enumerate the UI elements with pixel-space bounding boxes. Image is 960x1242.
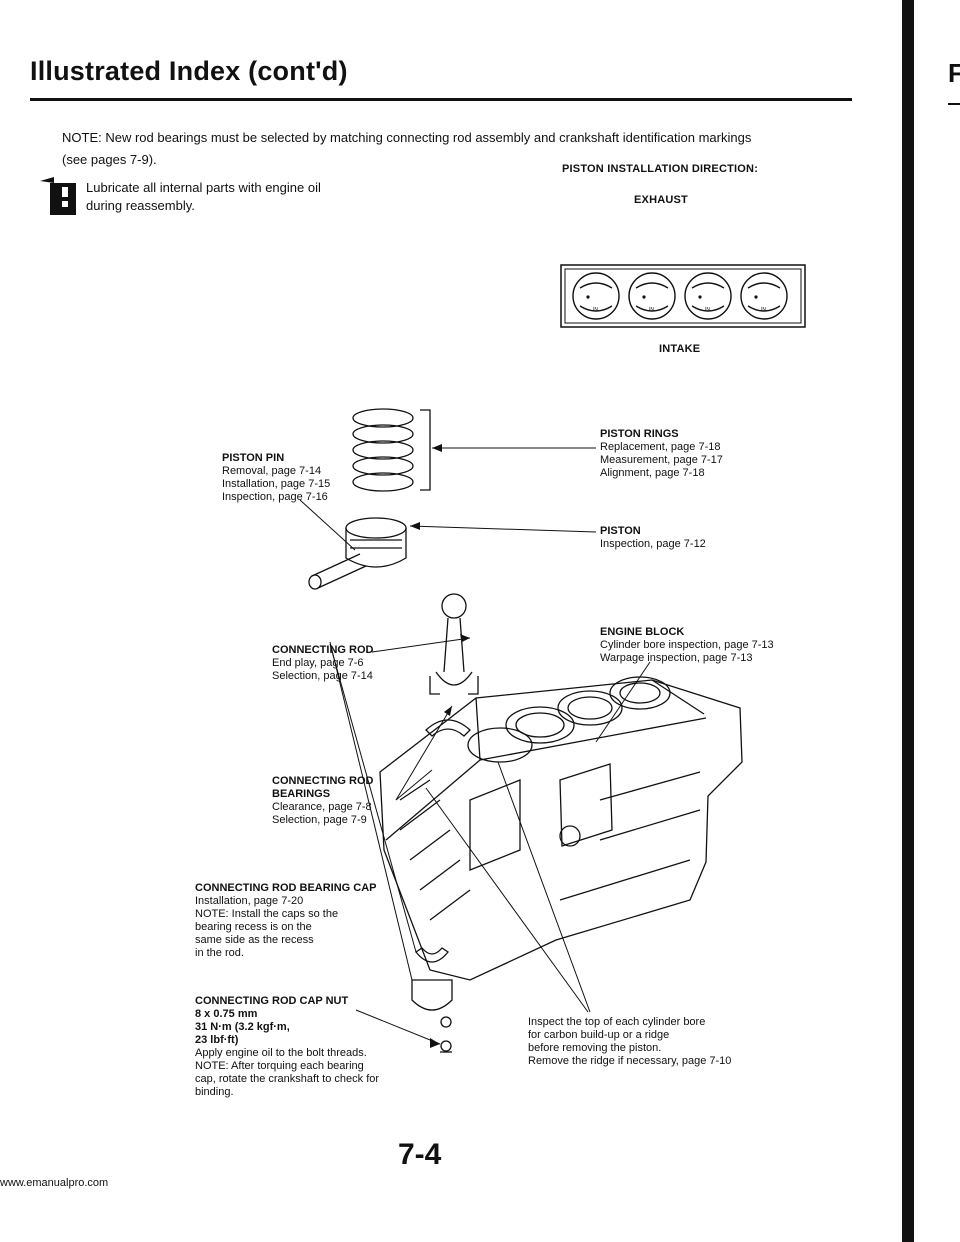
oil-can-icon [40, 177, 76, 215]
engine-block-label: ENGINE BLOCK Cylinder bore inspection, p… [600, 626, 774, 665]
bearing-cap-line-4: same side as the recess [195, 934, 314, 946]
engine-block-line-2: Warpage inspection, page 7-13 [600, 652, 753, 664]
connecting-rod-title: CONNECTING ROD [272, 644, 374, 656]
footer-url: www.emanualpro.com [0, 1177, 109, 1189]
page-number: 7-4 [398, 1138, 442, 1171]
bearing-cap-label: CONNECTING ROD BEARING CAP Installation,… [195, 882, 377, 960]
piston-pin-title: PISTON PIN [222, 452, 285, 464]
connecting-rod-line-1: End play, page 7-6 [272, 657, 364, 669]
piston-pin-line-2: Installation, page 7-15 [222, 478, 331, 490]
corner-dash [948, 103, 960, 105]
cap-nut-title: CONNECTING ROD CAP NUT [195, 995, 349, 1007]
connecting-rod-label: CONNECTING ROD End play, page 7-6 Select… [272, 644, 373, 683]
piston-rings-line-3: Alignment, page 7-18 [600, 467, 705, 479]
rod-bearings-title-2: BEARINGS [272, 788, 331, 800]
lubricate-line-2: during reassembly. [86, 198, 195, 213]
exhaust-label: EXHAUST [634, 194, 688, 206]
piston-pin-label: PISTON PIN Removal, page 7-14 Installati… [222, 452, 330, 504]
piston-rings-line-1: Replacement, page 7-18 [600, 441, 721, 453]
cap-nut-spec-2: 31 N·m (3.2 kgf·m, [195, 1021, 290, 1033]
in-mark-2: IN [649, 307, 654, 313]
lubricate-line-1: Lubricate all internal parts with engine… [86, 180, 321, 195]
note-line-2: (see pages 7-9). [62, 152, 157, 167]
piston-pin-line-1: Removal, page 7-14 [222, 465, 322, 477]
engine-block-title: ENGINE BLOCK [600, 626, 685, 638]
in-mark-4: IN [761, 307, 766, 313]
cap-nut-label: CONNECTING ROD CAP NUT 8 x 0.75 mm 31 N·… [195, 995, 379, 1099]
piston-rings-label: PISTON RINGS Replacement, page 7-18 Meas… [600, 428, 723, 480]
rod-bearings-title-1: CONNECTING ROD [272, 775, 374, 787]
cap-nut-line-4: binding. [195, 1086, 234, 1098]
cap-nut-line-3: cap, rotate the crankshaft to check for [195, 1073, 380, 1085]
binding-bar [902, 0, 914, 1242]
cap-nut-spec-3: 23 lbf·ft) [195, 1034, 239, 1046]
bearing-cap-line-5: in the rod. [195, 947, 244, 959]
connecting-rod-line-2: Selection, page 7-14 [272, 670, 373, 682]
bearing-cap-line-1: Installation, page 7-20 [195, 895, 304, 907]
ridge-line-4: Remove the ridge if necessary, page 7-10 [528, 1055, 732, 1067]
cap-nut-spec-1: 8 x 0.75 mm [195, 1008, 258, 1020]
piston-direction-heading: PISTON INSTALLATION DIRECTION: [562, 163, 759, 175]
piston-label: PISTON Inspection, page 7-12 [600, 525, 706, 551]
bearing-cap-title: CONNECTING ROD BEARING CAP [195, 882, 377, 894]
in-mark-1: IN [593, 307, 598, 313]
engine-block-line-1: Cylinder bore inspection, page 7-13 [600, 639, 774, 651]
ridge-inspection-label: Inspect the top of each cylinder bore fo… [528, 1016, 731, 1068]
piston-title: PISTON [600, 525, 641, 537]
next-page-letter: F [948, 58, 960, 88]
rod-bearings-line-1: Clearance, page 7-8 [272, 801, 372, 813]
page-title: Illustrated Index (cont'd) [30, 56, 348, 86]
rod-bearings-line-2: Selection, page 7-9 [272, 814, 367, 826]
piston-line-1: Inspection, page 7-12 [600, 538, 706, 550]
piston-rings-title: PISTON RINGS [600, 428, 679, 440]
title-rule [30, 98, 852, 101]
ridge-line-3: before removing the piston. [528, 1042, 662, 1054]
in-mark-3: IN [705, 307, 710, 313]
bearing-cap-line-2: NOTE: Install the caps so the [195, 908, 339, 920]
engine-block-illustration [299, 408, 743, 1053]
piston-rings-line-2: Measurement, page 7-17 [600, 454, 723, 466]
rod-bearings-label: CONNECTING ROD BEARINGS Clearance, page … [272, 775, 373, 827]
note-line-1: NOTE: New rod bearings must be selected … [62, 130, 752, 145]
bearing-cap-line-3: bearing recess is on the [195, 921, 312, 933]
ridge-line-1: Inspect the top of each cylinder bore [528, 1016, 706, 1028]
piston-direction-diagram: IN IN IN IN [560, 264, 806, 328]
cap-nut-line-2: NOTE: After torquing each bearing [195, 1060, 364, 1072]
piston-pin-line-3: Inspection, page 7-16 [222, 491, 328, 503]
ridge-line-2: for carbon build-up or a ridge [528, 1029, 670, 1041]
intake-label: INTAKE [659, 343, 701, 355]
cap-nut-line-1: Apply engine oil to the bolt threads. [195, 1047, 367, 1059]
